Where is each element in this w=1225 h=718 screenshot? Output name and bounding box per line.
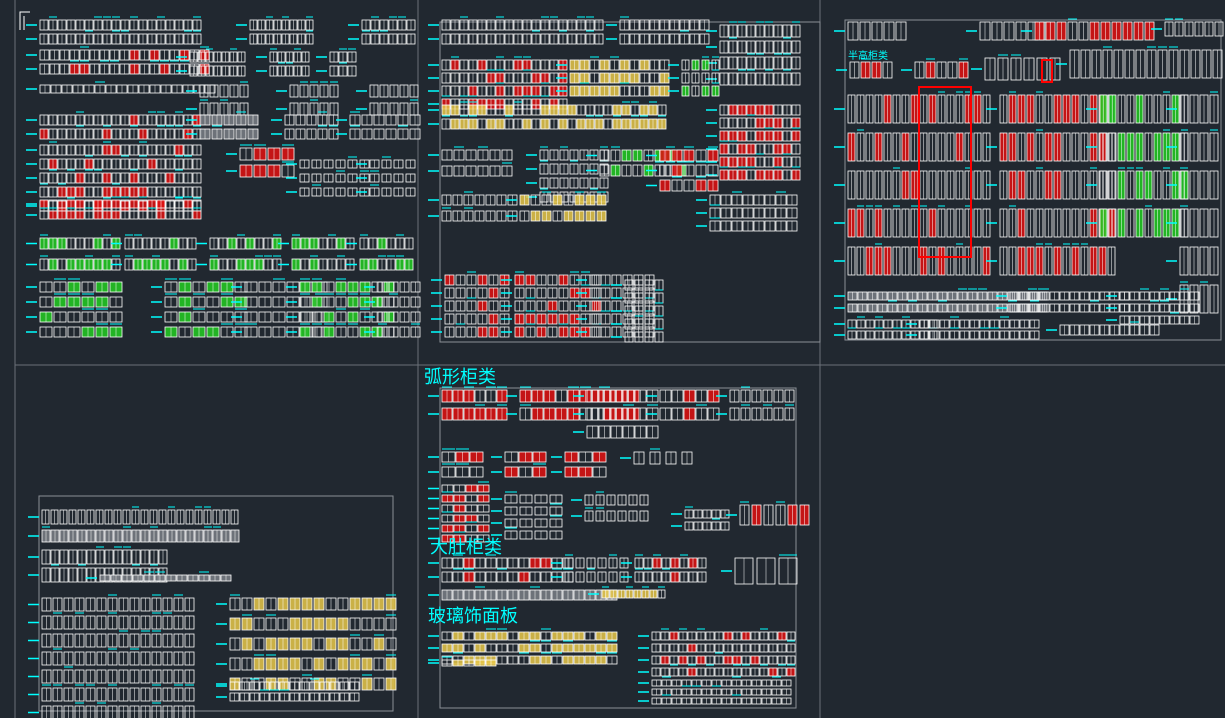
label-glass-panels: 玻璃饰面板 <box>428 606 518 627</box>
cabinet-block <box>571 491 649 522</box>
cabinet-block <box>26 16 202 45</box>
cabinet-block <box>236 16 314 45</box>
cabinet-block <box>226 144 295 178</box>
cabinet-block <box>428 448 484 478</box>
cabinet-block <box>506 386 640 421</box>
cabinet-block <box>428 481 490 543</box>
cabinet-block <box>271 111 339 140</box>
cabinet-block <box>668 56 720 97</box>
cabinet-block <box>834 288 1048 313</box>
cabinet-block <box>216 678 360 702</box>
cabinet-block <box>336 111 421 140</box>
cabinet-block <box>346 234 414 271</box>
cabinet-block <box>276 81 339 116</box>
cabinet-block <box>356 84 419 116</box>
cabinet-block <box>26 234 121 271</box>
cabinet-block <box>491 451 547 478</box>
cabinet-block <box>348 16 416 45</box>
cabinet-block <box>706 104 801 181</box>
cabinet-block <box>428 586 618 601</box>
cabinet-block <box>646 146 719 192</box>
cabinet-block <box>986 91 1116 276</box>
cabinet-block <box>428 56 568 110</box>
cabinet-block <box>638 628 796 677</box>
cabinet-block <box>834 91 991 276</box>
cabinet-block <box>431 271 510 338</box>
cabinet-block <box>836 58 893 79</box>
cabinet-block <box>611 279 664 343</box>
cabinet-block <box>606 16 710 45</box>
cabinet-block <box>671 506 730 531</box>
cabinet-block <box>834 316 938 340</box>
cabinet-block <box>28 526 240 543</box>
cabinet-block <box>316 48 357 77</box>
cabinet-block <box>1021 18 1155 41</box>
cabinet-block <box>996 288 1130 313</box>
cabinet-block <box>28 594 195 718</box>
cabinet-block <box>1166 91 1219 314</box>
cabinet-block <box>216 594 397 691</box>
cabinet-block <box>906 316 1040 340</box>
cabinet-block <box>588 586 666 599</box>
cabinet-block <box>834 21 907 41</box>
cabinet-block <box>706 21 801 86</box>
cabinet-block <box>176 48 246 77</box>
cabinet-block <box>716 386 795 421</box>
cabinet-block <box>26 196 202 220</box>
cabinet-block <box>186 81 249 116</box>
cabinet-block <box>364 281 421 338</box>
cabinet-block <box>428 554 574 583</box>
cabinet-block <box>28 546 168 583</box>
cabinet-block <box>551 451 607 478</box>
cabinet-block <box>491 491 563 540</box>
cabinet-block <box>1056 46 1223 79</box>
cabinet-block <box>501 271 602 338</box>
label-half-height-cabinets: 半高柜类 <box>848 51 888 62</box>
cabinet-block <box>356 156 416 197</box>
cabinet-block <box>428 101 667 130</box>
cabinet-block <box>726 501 810 526</box>
cabinet-block <box>620 448 693 465</box>
cabinet-block <box>428 146 513 177</box>
cabinet-block <box>278 234 355 271</box>
cabinet-block <box>1046 321 1160 336</box>
cabinet-block <box>86 571 232 582</box>
cabinet-block <box>901 58 969 79</box>
cabinet-block <box>1106 288 1200 325</box>
cabinet-block <box>256 48 310 77</box>
cabinet-block <box>638 676 792 705</box>
cabinet-block <box>111 234 197 271</box>
cabinet-block <box>1151 18 1224 37</box>
cabinet-block <box>576 274 655 338</box>
cabinet-block <box>186 111 259 140</box>
cabinet-block <box>971 54 1061 81</box>
cabinet-block <box>696 191 798 232</box>
selection-highlights <box>918 59 1053 258</box>
cabinet-block <box>196 234 282 271</box>
cabinet-block <box>26 278 123 338</box>
cabinet-block <box>428 16 604 45</box>
cabinet-block <box>286 156 370 197</box>
cabinet-block <box>26 46 210 75</box>
ucs-icon <box>19 11 30 30</box>
cabinet-block <box>428 628 618 665</box>
cabinet-block <box>621 554 707 583</box>
cabinet-block <box>506 191 607 222</box>
cabinet-block <box>428 191 518 222</box>
cabinet-block <box>1086 91 1189 238</box>
label-big-belly-cabinets: 大肚柜类 <box>430 537 502 558</box>
cabinet-block <box>551 554 629 583</box>
cabinet-block <box>556 56 670 97</box>
cabinet-block <box>428 656 497 667</box>
cabinet-block <box>721 554 798 585</box>
cabinet-block <box>28 506 239 525</box>
label-arc-cabinets: 弧形柜类 <box>424 367 496 388</box>
cabinet-block <box>26 81 216 94</box>
cabinet-block <box>26 111 202 140</box>
